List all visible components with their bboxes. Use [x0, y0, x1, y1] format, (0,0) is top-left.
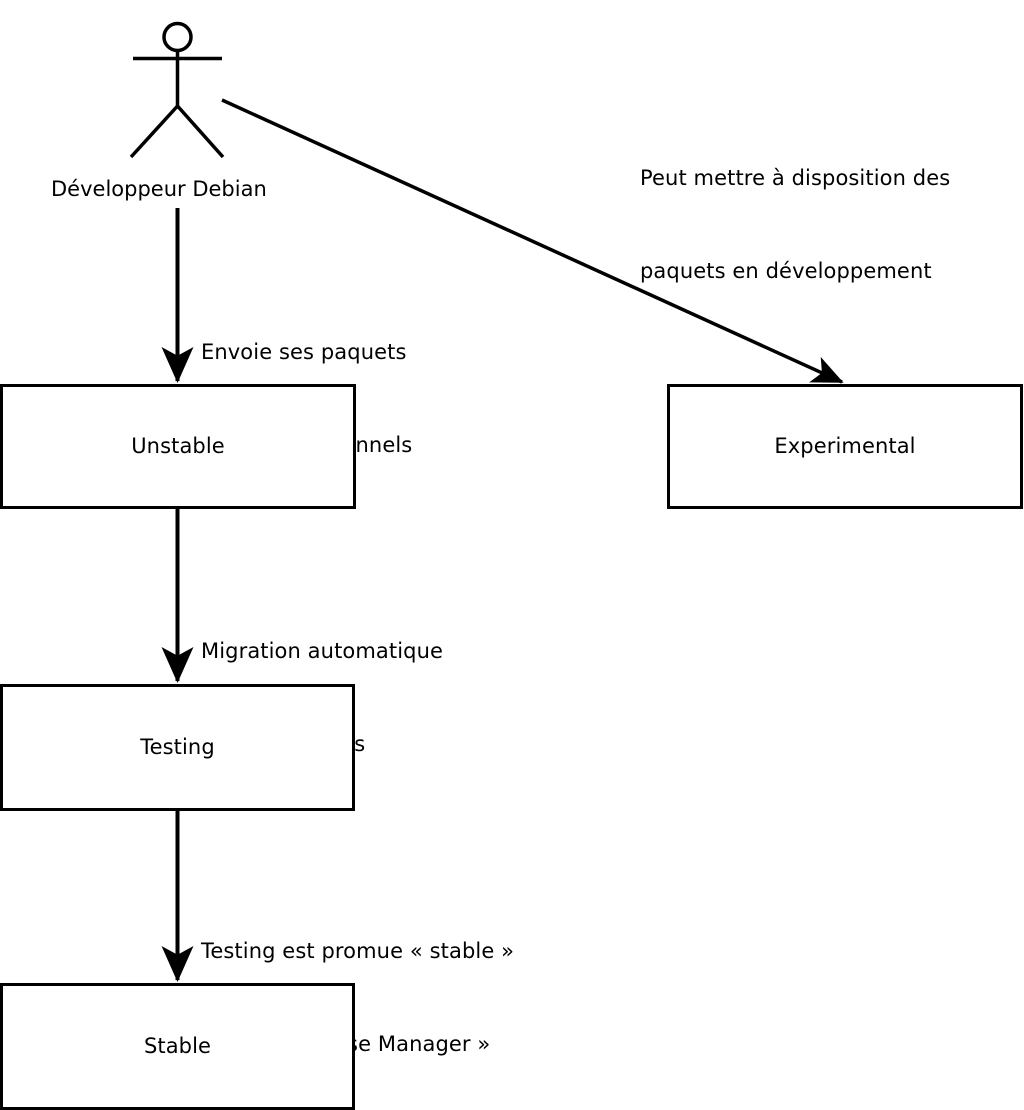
edge-label-developer-to-experimental: Peut mettre à disposition des paquets en…	[640, 101, 950, 349]
edge-developer-to-experimental	[221, 98, 844, 384]
edge-label-line-1: Migration automatique	[201, 639, 444, 663]
stick-figure-actor-icon	[129, 21, 225, 159]
node-label-experimental: Experimental	[774, 434, 916, 458]
actor-label-debian-developer: Développeur Debian	[51, 177, 267, 201]
edge-label-line-1: Envoie ses paquets	[201, 340, 407, 364]
edge-label-line-2: paquets en développement	[640, 259, 932, 283]
node-label-testing: Testing	[140, 735, 215, 759]
edge-label-line-1: Testing est promue « stable »	[201, 939, 515, 963]
node-label-unstable: Unstable	[131, 434, 225, 458]
node-stable[interactable]: Stable	[0, 983, 355, 1110]
edge-label-testing-to-stable: Testing est promue « stable » par le « R…	[201, 874, 514, 1110]
node-experimental[interactable]: Experimental	[667, 384, 1023, 509]
node-label-stable: Stable	[143, 1034, 212, 1058]
node-unstable[interactable]: Unstable	[0, 384, 356, 509]
node-testing[interactable]: Testing	[0, 684, 355, 811]
edge-label-line-1: Peut mettre à disposition des	[640, 166, 951, 190]
